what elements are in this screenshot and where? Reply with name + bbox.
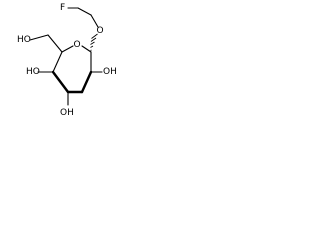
c4-hydroxyl-label: HO [26, 67, 40, 77]
bond-ch2-ch2 [77, 7, 92, 16]
bond-c4-c5 [52, 51, 63, 73]
bond-c1-c2-bold [80, 70, 93, 94]
bond-c5-o-ring [61, 45, 74, 53]
fluorine-label: F [60, 3, 65, 13]
structure-diagram: F O O HO HO OH OH [17, 3, 117, 118]
hydroxymethyl-label: HO [17, 35, 31, 45]
bond-ch2-oh [29, 34, 49, 41]
bond-o-ring-c1 [81, 45, 92, 53]
hash-bond-c1-o [90, 33, 98, 51]
ether-oxygen-label: O [96, 26, 103, 36]
bond-c5-ch2 [47, 34, 63, 53]
bond-o-ch2 [90, 14, 99, 28]
bond-c3-c4-bold [51, 70, 70, 94]
ring-oxygen-label: O [73, 40, 80, 50]
c3-hydroxyl-label: OH [60, 108, 74, 118]
c2-hydroxyl-label: OH [103, 67, 117, 77]
